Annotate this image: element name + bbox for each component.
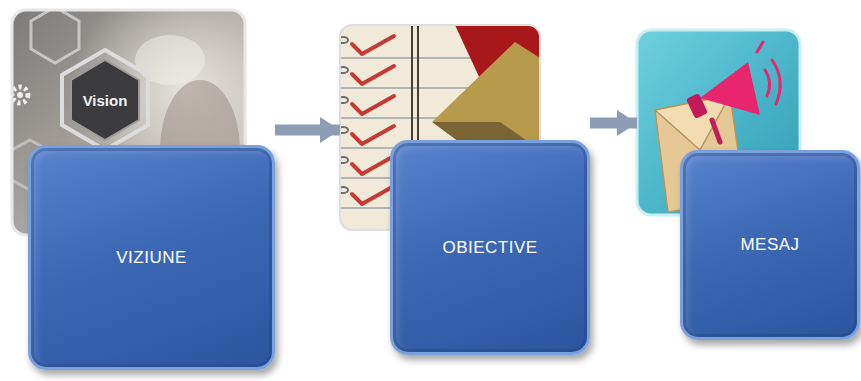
step-title: MESAJ bbox=[740, 235, 799, 255]
step-title: OBIECTIVE bbox=[442, 238, 537, 258]
step-card: MESAJ bbox=[637, 30, 860, 340]
step-title: VIZIUNE bbox=[116, 248, 187, 268]
step-card: OBIECTIVE bbox=[340, 25, 590, 355]
picture-word: Vision bbox=[70, 88, 140, 112]
step-card: VIZIUNE bbox=[12, 10, 275, 370]
step-box: OBIECTIVE bbox=[390, 140, 590, 355]
flow-arrow bbox=[590, 118, 637, 129]
step-box: VIZIUNE bbox=[28, 145, 275, 370]
step-box: MESAJ bbox=[680, 150, 860, 340]
flow-arrow bbox=[275, 125, 340, 136]
